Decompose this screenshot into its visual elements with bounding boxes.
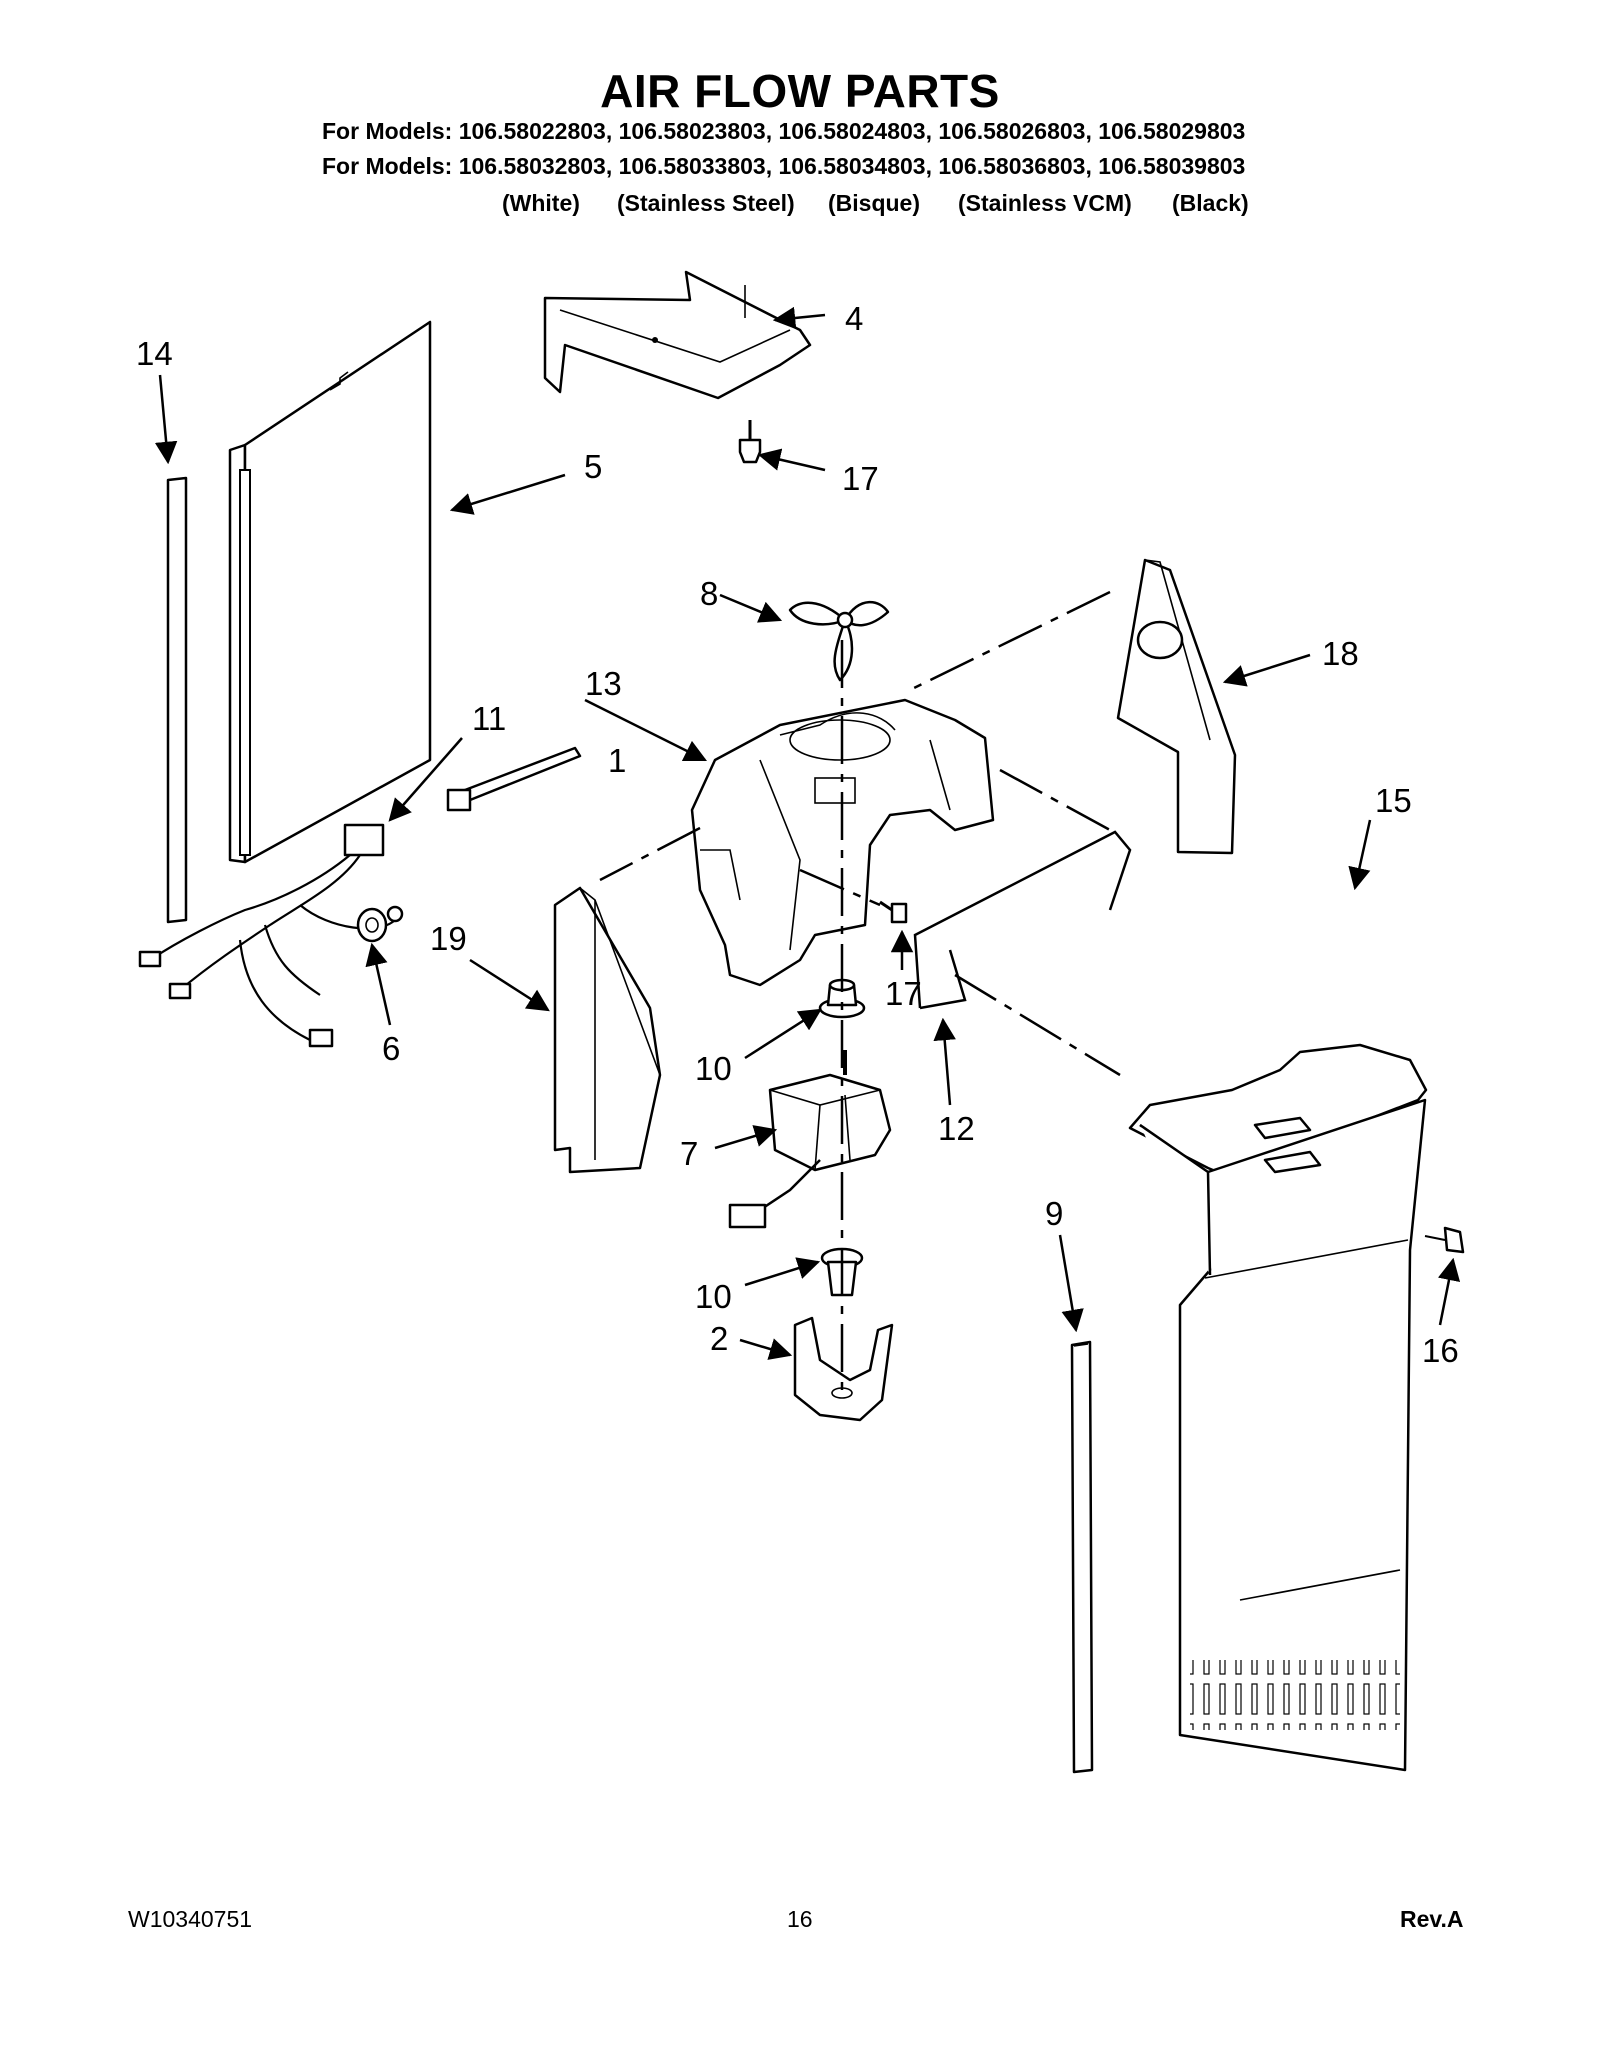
part-18-baffle [1116,558,1237,855]
callout-2: 2 [710,1320,728,1357]
part-15-rear-cover [1128,1043,1428,1772]
revision-label: Rev.A [1400,1906,1464,1932]
callout-9: 9 [1045,1195,1063,1232]
page-number: 16 [787,1906,813,1932]
part-14-seal-strip [166,476,188,924]
callout-14: 14 [136,335,173,372]
callout-8: 8 [700,575,718,612]
part-5-evaporator-grille [228,320,432,864]
models-line-1: For Models: 106.58022803, 106.58023803, … [322,118,1246,144]
part-4-air-duct [543,270,812,400]
part-11-wire-harness [138,823,404,1048]
part-1-fan-shroud [690,698,995,987]
callout-6: 6 [382,1030,400,1067]
color-black: (Black) [1172,190,1249,216]
part-7-fan-motor [728,1050,892,1229]
callout-19: 19 [430,920,467,957]
callout-13: 13 [585,665,622,702]
part-8-fan-blade [788,600,890,682]
document-number: W10340751 [128,1906,253,1932]
color-stainless-vcm: (Stainless VCM) [958,190,1132,216]
callout-10-lower: 10 [695,1278,732,1315]
color-stainless-steel: (Stainless Steel) [617,190,795,216]
part-17-screw-top [738,420,762,464]
part-6-grommet [356,907,388,943]
part-19-baffle [553,886,662,1174]
callout-17-top: 17 [842,460,879,497]
part-16-screw [1424,1226,1465,1254]
color-bisque: (Bisque) [828,190,920,216]
callout-1: 1 [608,742,626,779]
models-line-2: For Models: 106.58032803, 106.58033803, … [322,153,1246,179]
callout-12: 12 [938,1110,975,1147]
color-white: (White) [502,190,580,216]
part-13-cable-tie [446,746,582,812]
callout-15: 15 [1375,782,1412,819]
part-2-motor-bracket [793,1316,894,1422]
callout-10-upper: 10 [695,1050,732,1087]
part-12-wire-bracket [913,830,1132,1010]
part-9-seal-strip [1070,1340,1094,1774]
callout-18: 18 [1322,635,1359,672]
callout-11: 11 [472,700,506,737]
callout-17-middle: 17 [885,975,922,1012]
callout-7: 7 [680,1135,698,1172]
page-title: AIR FLOW PARTS [600,65,1000,117]
callout-4: 4 [845,300,863,337]
part-17-screw-middle [879,900,908,924]
callout-5: 5 [584,448,602,485]
callout-16: 16 [1422,1332,1459,1369]
